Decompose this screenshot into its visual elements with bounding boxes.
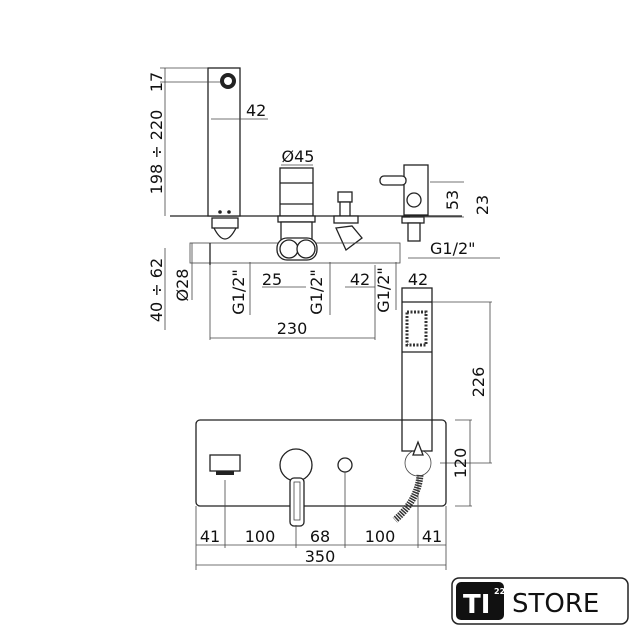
thread-mid: G1/2" [307, 269, 326, 315]
dim-plate-depth: 120 [451, 448, 470, 479]
dim-spacing-5: 41 [422, 527, 442, 546]
diverter [333, 191, 363, 252]
spout [207, 67, 241, 240]
thread-left: G1/2" [229, 269, 248, 315]
shower-holder [379, 164, 429, 242]
logo-name: STORE [512, 589, 599, 619]
hand-shower [401, 287, 433, 452]
dim-pipe-diameter: Ø28 [173, 269, 192, 302]
dim-holder-height: 53 [443, 190, 462, 210]
dim-deck-thickness: 40 ÷ 62 [147, 258, 166, 322]
dim-spout-top: 17 [147, 72, 166, 92]
dim-hand-shower-width: 42 [408, 270, 428, 289]
diverter-knob [337, 457, 353, 473]
mixer [277, 167, 316, 241]
dim-spacing-2: 100 [245, 527, 276, 546]
thread-right: G1/2" [374, 267, 393, 313]
inlets [276, 237, 318, 261]
base-plate [195, 419, 447, 507]
lever [279, 448, 313, 482]
dim-hand-shower-length: 226 [469, 367, 488, 398]
dim-total-width: 350 [305, 547, 336, 566]
logo-superscript: 22 [494, 587, 505, 596]
dim-inlet-spacing: 25 [262, 270, 282, 289]
spout-outlet [209, 454, 241, 472]
dim-spout-height: 198 ÷ 220 [147, 110, 166, 195]
store-logo: TI 22 STORE [451, 577, 629, 625]
holder-thread: G1/2" [430, 239, 476, 258]
dim-spacing-1: 41 [200, 527, 220, 546]
logo-mark: TI [463, 590, 490, 620]
dim-diverter-offset: 42 [350, 270, 370, 289]
dim-spout-width: 42 [246, 101, 266, 120]
dim-holder-offset: 23 [473, 195, 492, 215]
dim-spacing-3: 68 [310, 527, 330, 546]
dim-spacing-4: 100 [365, 527, 396, 546]
hose [392, 474, 424, 523]
dim-mixer-diameter: Ø45 [282, 147, 315, 166]
dim-body-width: 230 [277, 319, 308, 338]
